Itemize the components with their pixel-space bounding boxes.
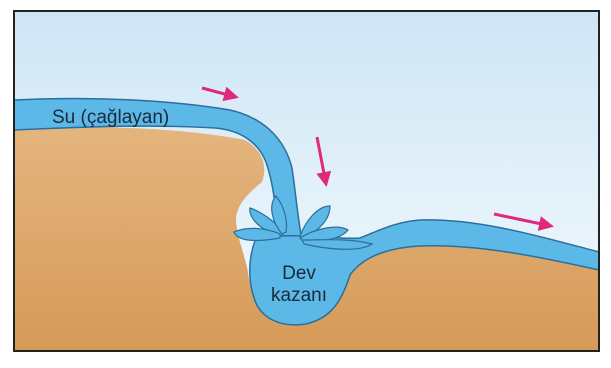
flow-arrow-right: [493, 212, 554, 231]
splash: [233, 195, 374, 250]
flow-arrow-down: [315, 136, 332, 187]
pothole-label-line2: kazanı: [271, 285, 327, 306]
pothole-label-line1: Dev: [282, 263, 316, 284]
water-label: Su (çağlayan): [52, 107, 169, 128]
ground: [14, 126, 599, 351]
frame-border: [13, 10, 600, 352]
flow-arrow-top: [201, 86, 239, 102]
